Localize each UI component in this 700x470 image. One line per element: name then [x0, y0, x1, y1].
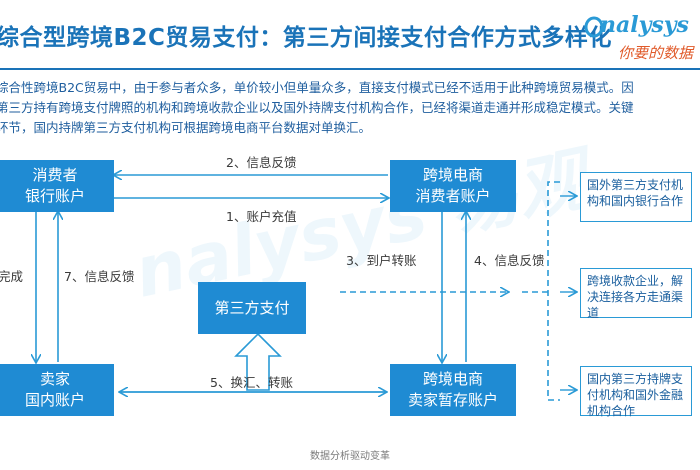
partners-bracket	[547, 181, 560, 401]
ecommerce-seller-escrow-box: 跨境电商 卖家暂存账户	[390, 364, 516, 416]
label-transfer-3: 3、到户转账	[346, 253, 417, 268]
box-line: 消费者	[32, 166, 78, 184]
third-party-payment-box: 第三方支付	[198, 282, 306, 334]
logo-swirl-icon	[584, 16, 604, 38]
header-divider	[0, 68, 700, 70]
box-line: 卖家	[39, 370, 70, 388]
box-line: 第三方支付	[214, 298, 290, 317]
box-line: 跨境电商	[422, 370, 483, 388]
box-line: 国内账户	[24, 391, 85, 409]
intro-paragraph: 综合性跨境B2C贸易中，由于参与者众多，单价较小但单量众多，直接支付模式已经不适…	[0, 78, 700, 138]
label-info-feedback-2: 2、信息反馈	[226, 155, 297, 170]
partner-box: 跨境收款企业，解决连接各方走通渠道	[580, 268, 692, 320]
label-recharge-1: 1、账户充值	[226, 209, 297, 224]
box-line: 银行账户	[24, 187, 85, 205]
logo-wordmark: nalysys	[600, 12, 689, 38]
footer-slogan: 数据分析驱动变革	[310, 451, 390, 462]
seller-domestic-account-box: 卖家 国内账户	[0, 364, 114, 416]
ecommerce-consumer-account-box: 跨境电商 消费者账户	[390, 160, 516, 212]
intro-line: 综合性跨境B2C贸易中，由于参与者众多，单价较小但单量众多，直接支付模式已经不适…	[0, 80, 634, 95]
partner-box: 国内第三方持牌支付机构和国外金融机构合作	[580, 366, 692, 418]
box-line: 卖家暂存账户	[407, 391, 498, 409]
label-info-feedback-7: 7、信息反馈	[64, 269, 135, 284]
label-info-feedback-4: 4、信息反馈	[474, 253, 545, 268]
label-exchange-5: 5、换汇、转账	[210, 375, 293, 390]
analysys-logo: nalysys 你要的数据	[584, 10, 700, 66]
intro-line: 环节，国内持牌第三方支付机构可根据跨境电商平台数据对单换汇。	[0, 120, 372, 135]
label-complete: 完成	[0, 269, 24, 284]
intro-line: 第三方持有跨境支付牌照的机构和跨境收款企业以及国外持牌支付机构合作，已经将渠道走…	[0, 100, 634, 115]
partner-box: 国外第三方支付机构和国内银行合作	[580, 172, 692, 222]
consumer-bank-account-box: 消费者 银行账户	[0, 160, 114, 212]
arrow-to-third-party	[234, 332, 282, 391]
box-line: 消费者账户	[415, 187, 491, 205]
box-line: 跨境电商	[422, 166, 483, 184]
page-title: 综合型跨境B2C贸易支付：第三方间接支付合作方式多样化	[0, 25, 612, 51]
logo-slogan: 你要的数据	[618, 44, 694, 62]
